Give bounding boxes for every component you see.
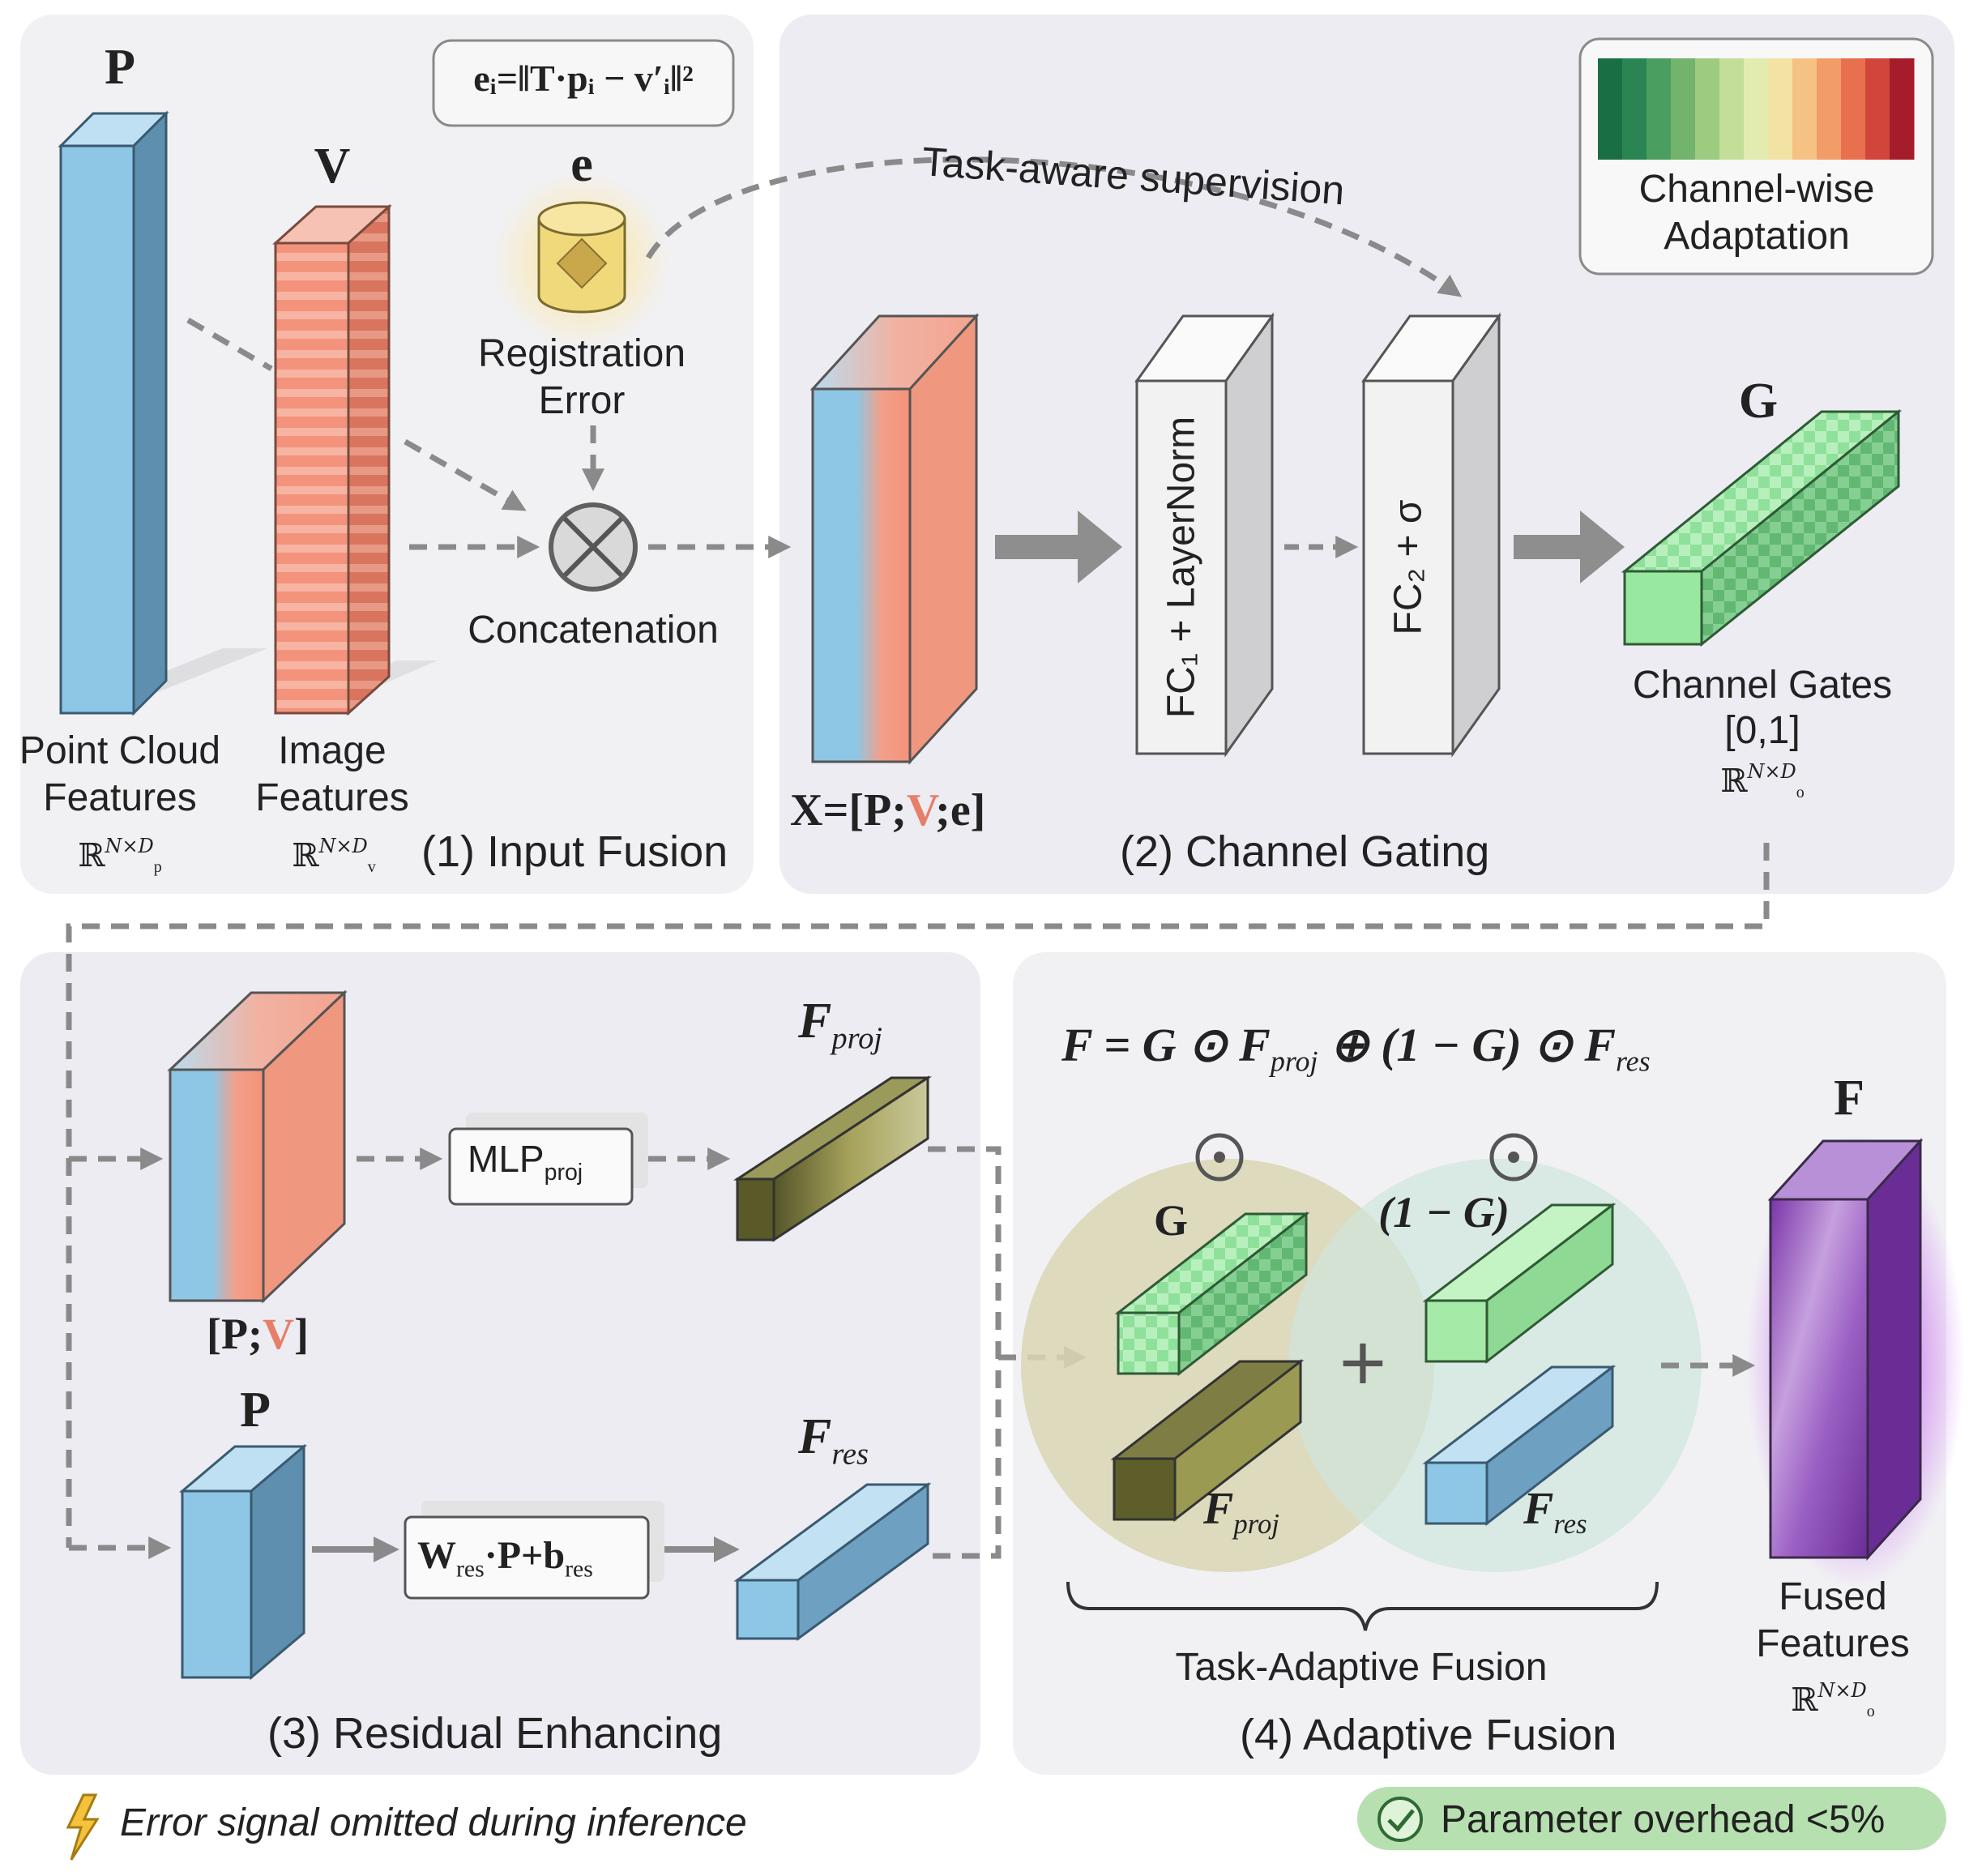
v-letter: V <box>314 139 351 194</box>
error-formula: eᵢ=‖T·pᵢ − v′ᵢ‖² <box>473 58 694 99</box>
channel-gates-label: Channel Gates [0,1] <box>1632 664 1893 752</box>
image-feature-block <box>272 203 392 716</box>
registration-error-label: Registration Error <box>477 332 686 422</box>
f-proj-label-fusion: Fproj <box>1203 1484 1279 1541</box>
legend-swatch <box>1622 58 1647 160</box>
f-res-bar-fusion <box>1422 1364 1617 1527</box>
legend-swatch <box>1817 58 1842 160</box>
task-adaptive-brace <box>1066 1581 1659 1631</box>
channel-gates-dim: ℝN×Do <box>1720 760 1805 801</box>
mlp-proj-box <box>448 1127 634 1206</box>
fused-features-label: Fused Features <box>1756 1575 1910 1665</box>
task-adaptive-fusion-label: Task-Adaptive Fusion <box>1175 1646 1548 1689</box>
legend-swatch <box>1768 58 1793 160</box>
p-letter-residual: P <box>240 1382 271 1438</box>
plus-sign: + <box>1339 1318 1387 1408</box>
concatenation-operator <box>549 502 638 592</box>
fc1-label: FC₁ + LayerNorm <box>1160 416 1203 719</box>
one-minus-g-label: (1 − G) <box>1378 1188 1510 1237</box>
overhead-badge-text: Parameter overhead <5% <box>1441 1798 1886 1841</box>
legend-swatch <box>1865 58 1890 160</box>
channel-gates-bar <box>1621 408 1903 647</box>
image-features-dim: ℝN×Dv <box>292 835 376 876</box>
legend-label: Channel-wise Adaptation <box>1638 168 1875 258</box>
legend-color-scale <box>1598 58 1915 160</box>
fc2-label: FC₂ + σ <box>1386 499 1430 635</box>
one-minus-g-bar <box>1422 1202 1617 1365</box>
panel3-title: (3) Residual Enhancing <box>267 1709 723 1758</box>
fc1-layernorm-block <box>1134 312 1275 758</box>
legend-swatch <box>1695 58 1720 160</box>
residual-linear-label: Wres·P+bres <box>417 1534 593 1583</box>
registration-error-cylinder <box>537 201 626 314</box>
fused-features-dim: ℝN×Do <box>1791 1679 1875 1720</box>
concatenated-feature-block <box>809 313 980 765</box>
panel1-title: (1) Input Fusion <box>421 827 728 876</box>
f-proj-label: Fproj <box>798 994 882 1056</box>
g-label-fusion: G <box>1153 1196 1189 1245</box>
g-letter: G <box>1738 374 1779 429</box>
x-definition: X=[P;V;e] <box>790 785 986 835</box>
legend-swatch <box>1890 58 1915 160</box>
point-cloud-label: Point Cloud Features <box>19 729 221 819</box>
fc2-sigmoid-block <box>1361 312 1501 758</box>
legend-swatch <box>1744 58 1769 160</box>
panel2-title: (2) Channel Gating <box>1120 827 1490 876</box>
point-cloud-feature-block <box>58 110 169 716</box>
image-features-label: Image Features <box>255 729 409 819</box>
residual-linear-box <box>404 1515 650 1600</box>
f-res-label: Fres <box>798 1409 869 1472</box>
legend-swatch <box>1719 58 1745 160</box>
legend-swatch <box>1671 58 1696 160</box>
inference-note: Error signal omitted during inference <box>120 1801 747 1844</box>
pv-concat-block <box>167 989 348 1304</box>
overhead-badge-bg <box>1357 1787 1946 1850</box>
mlp-proj-label: MLPproj <box>468 1138 583 1186</box>
f-res-bar <box>733 1482 932 1641</box>
f-res-label-fusion: Fres <box>1523 1484 1587 1541</box>
point-cloud-dim: ℝN×Dp <box>78 835 162 876</box>
fused-feature-block <box>1767 1138 1924 1561</box>
legend-swatch <box>1647 58 1672 160</box>
concatenation-label: Concatenation <box>468 609 719 652</box>
legend-swatch <box>1792 58 1817 160</box>
p-letter: P <box>105 40 135 95</box>
f-proj-bar <box>733 1075 933 1242</box>
g-bar-fusion <box>1114 1211 1310 1377</box>
error-formula-box <box>432 39 735 127</box>
legend-swatch <box>1598 58 1623 160</box>
p-block-residual <box>178 1443 308 1681</box>
e-letter: e <box>570 137 593 192</box>
fusion-formula: F = G ⊙ Fproj ⊕ (1 − G) ⊙ Fres <box>1061 1019 1651 1078</box>
legend-swatch <box>1841 58 1866 160</box>
pv-concat-label: [P;V] <box>207 1310 309 1358</box>
f-proj-bar-fusion <box>1110 1358 1305 1523</box>
fused-f-letter: F <box>1834 1070 1864 1126</box>
panel4-title: (4) Adaptive Fusion <box>1240 1711 1617 1759</box>
lightning-icon <box>66 1793 100 1861</box>
